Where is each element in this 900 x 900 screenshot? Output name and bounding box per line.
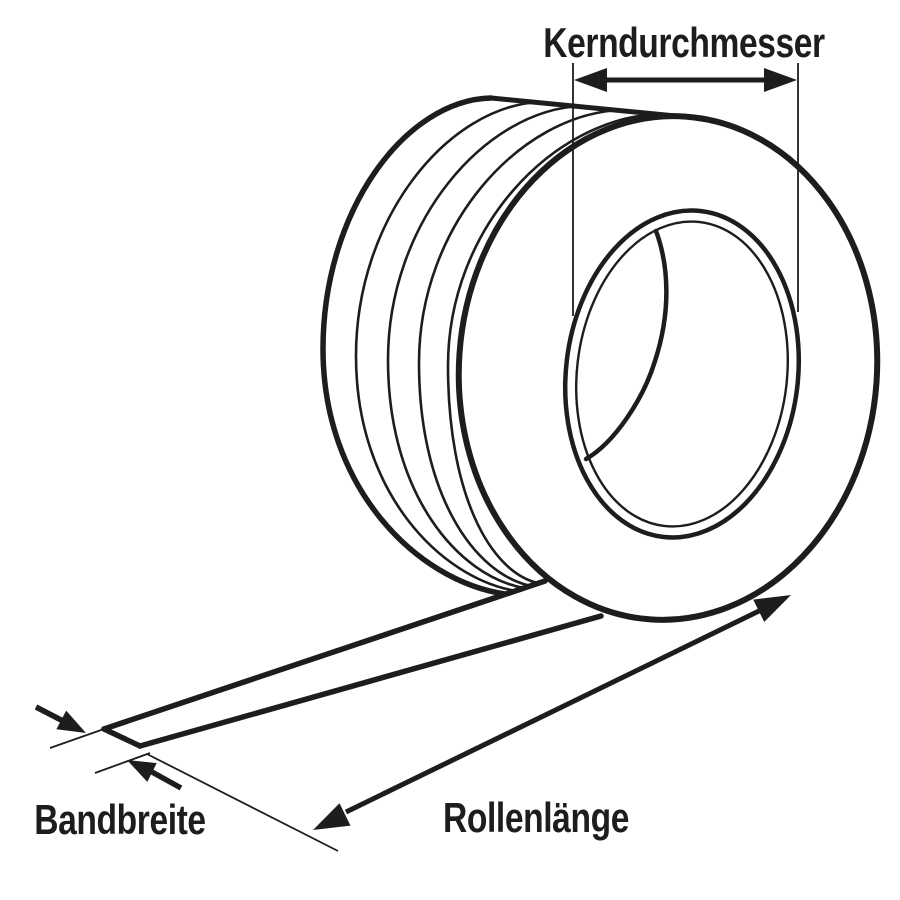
tape-width-extension-line-lower xyxy=(94,752,151,774)
roll-top-tangent-line xyxy=(488,95,689,120)
core-diameter-arrowhead-right-icon xyxy=(764,68,797,92)
core-hole-back-wall-arc xyxy=(583,228,669,462)
roll-front-outer-ellipse xyxy=(455,113,881,623)
label-core-diameter: Kerndurchmesser xyxy=(543,21,825,67)
core-inner-ellipse xyxy=(575,220,789,528)
winding-contour-arc-4 xyxy=(446,112,661,585)
tape-roll-illustration xyxy=(101,95,881,749)
winding-contour-arc-2 xyxy=(386,104,583,590)
tape-width-arrowhead-upper-icon xyxy=(56,710,86,733)
tape-width-extension-line-upper xyxy=(49,728,105,749)
dimension-roll-length: Rollenlänge xyxy=(146,595,791,852)
core-diameter-arrowhead-left-icon xyxy=(574,68,607,92)
roll-back-rim-arc xyxy=(320,95,508,597)
tape-strip-bottom-edge xyxy=(137,613,604,749)
roll-length-arrow-shaft xyxy=(344,608,761,815)
roll-length-arrowhead-upper-icon xyxy=(753,595,791,622)
winding-contour-arc-3 xyxy=(417,108,623,588)
core-outer-ellipse xyxy=(562,208,802,540)
label-roll-length: Rollenlänge xyxy=(443,796,629,842)
tape-strip-top-edge xyxy=(101,578,548,732)
winding-contour-arc-1 xyxy=(354,100,542,593)
tape-width-arrowhead-lower-icon xyxy=(127,760,157,782)
roll-length-extension-line xyxy=(146,753,339,852)
tape-width-arrow-shaft-upper xyxy=(34,704,65,724)
dimension-core-diameter: Kerndurchmesser xyxy=(543,21,826,316)
label-tape-width: Bandbreite xyxy=(34,798,205,844)
tape-strip-end-edge xyxy=(101,726,143,749)
dimension-tape-width: Bandbreite xyxy=(34,704,206,844)
tape-width-arrow-shaft-lower xyxy=(150,769,183,791)
roll-length-arrowhead-lower-icon xyxy=(313,803,351,830)
